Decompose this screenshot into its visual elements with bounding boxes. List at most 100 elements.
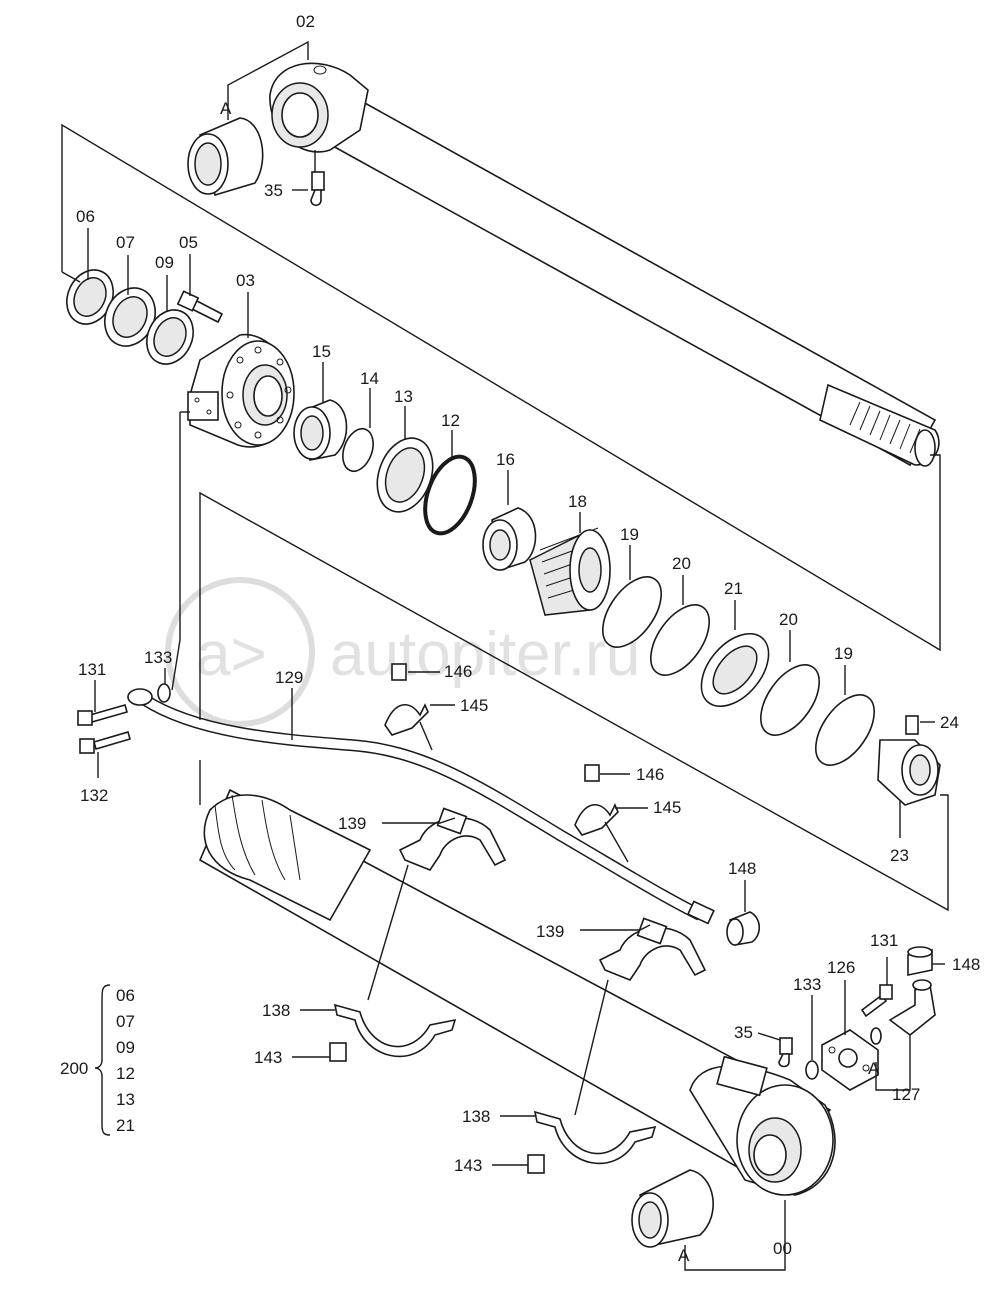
- label-06: 06: [76, 207, 95, 226]
- watermark-logo: a>: [196, 620, 267, 689]
- bolt-05: [176, 290, 224, 324]
- kit-number: 200: [60, 1059, 88, 1078]
- label-146-mid: 146: [636, 765, 664, 784]
- label-148-bottom: 148: [952, 955, 980, 974]
- bolt-131-top: [77, 704, 128, 726]
- label-143-upper: 143: [254, 1048, 282, 1067]
- cylinder-tube-00: [198, 788, 836, 1248]
- seal-ring-20a: [650, 604, 710, 676]
- kit-item: 12: [116, 1064, 135, 1083]
- bolt-143-upper: [329, 1042, 347, 1062]
- label-148-top: 148: [728, 859, 756, 878]
- seal-13: [376, 437, 434, 513]
- label-15: 15: [312, 342, 331, 361]
- label-35-bottom: 35: [734, 1023, 753, 1042]
- label-00: 00: [773, 1239, 792, 1258]
- part-labels: 02 A 35 06 07 09 05 03 15 14 13 12 16 18…: [76, 12, 980, 1265]
- cap-148-top: [726, 911, 761, 946]
- watermark: a> autopiter.ru: [165, 577, 640, 727]
- label-139-upper: 139: [338, 814, 366, 833]
- label-03: 03: [236, 271, 255, 290]
- strap-138-lower: [533, 1110, 657, 1165]
- label-146-top: 146: [444, 662, 472, 681]
- leader-lines: [61, 40, 949, 1271]
- seal-07: [104, 287, 156, 347]
- label-143-lower: 143: [454, 1156, 482, 1175]
- kit-item: 07: [116, 1012, 135, 1031]
- label-24: 24: [940, 713, 959, 732]
- o-ring-12: [423, 454, 477, 536]
- label-132: 132: [80, 786, 108, 805]
- piston-18: [529, 527, 611, 616]
- wear-ring-19b: [815, 694, 875, 766]
- label-A-right: A: [868, 1059, 880, 1078]
- clamp-145-mid: [574, 803, 619, 836]
- label-127: 127: [892, 1085, 920, 1104]
- label-145-top: 145: [460, 696, 488, 715]
- label-129: 129: [275, 668, 303, 687]
- label-20a: 20: [672, 554, 691, 573]
- label-133-top: 133: [144, 648, 172, 667]
- pipe-129: [127, 688, 715, 925]
- label-133-bottom: 133: [793, 975, 821, 994]
- grease-nipple-35-bottom: [778, 1037, 793, 1068]
- kit-item: 21: [116, 1116, 135, 1135]
- kit-item: 06: [116, 986, 135, 1005]
- label-138-upper: 138: [262, 1001, 290, 1020]
- elbow-127: [888, 979, 936, 1037]
- nut-23: [877, 739, 941, 806]
- kit-200-group: 200 06 07 09 12 13 21: [60, 984, 135, 1136]
- label-138-lower: 138: [462, 1107, 490, 1126]
- snap-ring-14: [342, 427, 374, 473]
- piston-rod-02: [187, 62, 940, 467]
- cylinder-head-03: [187, 333, 295, 448]
- label-02: 02: [296, 12, 315, 31]
- label-20b: 20: [779, 610, 798, 629]
- o-ring-133-bottom: [805, 1060, 819, 1080]
- seal-09: [146, 309, 194, 365]
- set-screw-24: [905, 715, 919, 735]
- seal-21: [700, 632, 770, 708]
- kit-item: 09: [116, 1038, 135, 1057]
- label-23: 23: [890, 846, 909, 865]
- bolt-132: [79, 731, 131, 754]
- label-21: 21: [724, 579, 743, 598]
- bolt-143-lower: [527, 1154, 545, 1174]
- label-12: 12: [441, 411, 460, 430]
- label-05: 05: [179, 233, 198, 252]
- flange-126: [821, 1029, 879, 1091]
- label-14: 14: [360, 369, 379, 388]
- watermark-text: autopiter.ru: [330, 620, 640, 689]
- o-ring-A-right: [870, 1027, 882, 1045]
- label-13: 13: [394, 387, 413, 406]
- wear-ring-19a: [602, 576, 662, 648]
- bushing-15: [293, 399, 348, 461]
- label-131-top: 131: [78, 660, 106, 679]
- strap-138-upper: [333, 1003, 457, 1058]
- label-131-bottom: 131: [870, 931, 898, 950]
- seal-06: [66, 269, 114, 325]
- cap-148-bottom: [907, 946, 933, 976]
- label-07: 07: [116, 233, 135, 252]
- label-19a: 19: [620, 525, 639, 544]
- grease-nipple-35-top: [310, 171, 325, 207]
- label-09: 09: [155, 253, 174, 272]
- label-35-top: 35: [264, 181, 283, 200]
- label-A-top: A: [220, 99, 232, 118]
- bolt-131-bottom: [860, 984, 893, 1018]
- label-18: 18: [568, 492, 587, 511]
- label-126: 126: [827, 958, 855, 977]
- bolt-146-mid: [584, 764, 600, 782]
- bracket-139-lower: [598, 917, 707, 981]
- bracket-139-upper: [398, 807, 507, 871]
- label-A-bottom: A: [678, 1246, 690, 1265]
- label-139-lower: 139: [536, 922, 564, 941]
- label-145-mid: 145: [653, 798, 681, 817]
- clamp-145-top: [384, 703, 429, 736]
- label-19b: 19: [834, 644, 853, 663]
- label-16: 16: [496, 450, 515, 469]
- seal-ring-20b: [760, 664, 820, 736]
- bolt-146-top: [391, 663, 407, 681]
- kit-item: 13: [116, 1090, 135, 1109]
